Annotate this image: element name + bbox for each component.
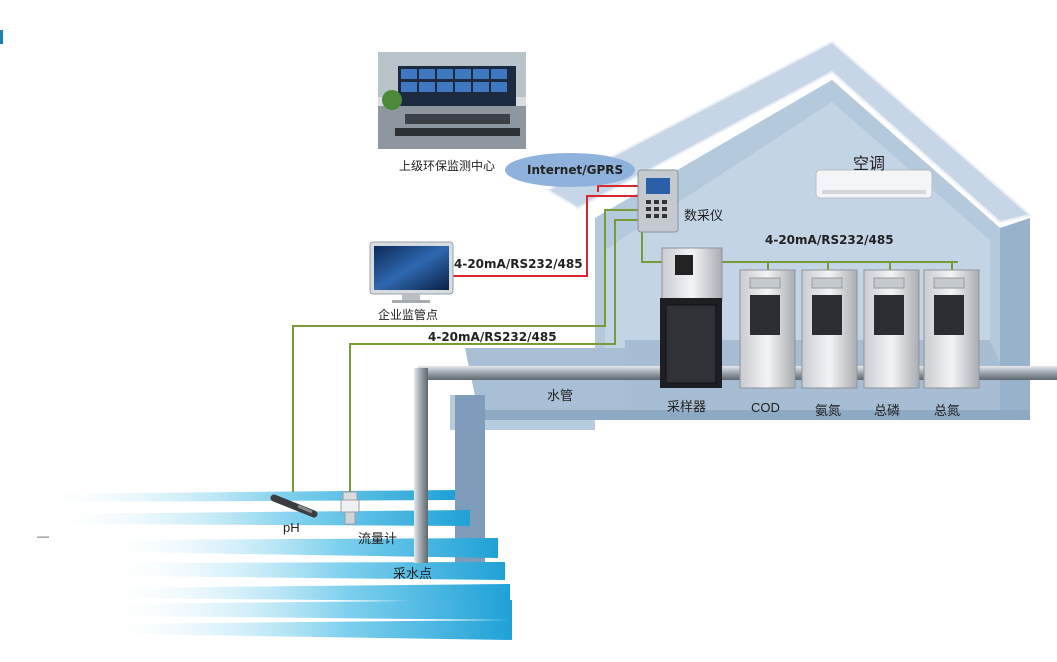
photo-floor: [378, 106, 526, 149]
ac-vent: [822, 190, 926, 194]
monitor-screen: [374, 246, 449, 290]
monitor-stand: [402, 294, 420, 301]
dash-mark: —: [37, 529, 49, 543]
enterprise-link-line: [452, 195, 640, 277]
collector-screen: [646, 178, 670, 194]
sampler-label: 采样器: [667, 399, 707, 414]
flowmeter-sensor: [340, 491, 360, 525]
sampling-point-label: 采水点: [393, 566, 433, 581]
ph-label: pH: [283, 520, 300, 535]
water-stripe: [40, 510, 470, 526]
floor-left: [465, 348, 625, 420]
flow-signal-line: [349, 219, 640, 494]
pipe-vertical: [414, 368, 428, 563]
plant: [382, 90, 402, 110]
sampler-cabinet: [660, 247, 723, 388]
monitor-base: [392, 300, 430, 303]
sensor-link-label: 4-20mA/RS232/485: [428, 330, 557, 344]
water-stripe: [95, 584, 510, 602]
analyzer-cabinets: [739, 269, 980, 389]
network-label: Internet/GPRS: [527, 163, 624, 177]
water-stripe: [95, 620, 512, 640]
total-nitrogen-label: 总氮: [934, 403, 961, 418]
foundation-wall: [455, 395, 485, 565]
water-stripe: [30, 490, 455, 502]
analyzer-link-label: 4-20mA/RS232/485: [765, 233, 894, 247]
analyzer-cabinet: [739, 269, 796, 389]
monitor-link-label: 4-20mA/RS232/485: [454, 257, 583, 271]
cod-label: COD: [751, 400, 780, 415]
water-pipe-label: 水管: [547, 388, 574, 403]
network-link-line: [597, 185, 640, 192]
data-collector-label: 数采仪: [684, 208, 724, 223]
roof: [545, 40, 1033, 224]
network-ellipse: [505, 153, 635, 187]
ammonia-label: 氨氮: [815, 403, 842, 418]
monitoring-center-photo: [378, 52, 526, 149]
analyzer-cabinet: [801, 269, 858, 389]
enterprise-point-label: 企业监管点: [378, 308, 439, 322]
sampler-door: [665, 304, 717, 384]
sampler-panel: [675, 255, 693, 275]
analyzer-bus-line: [641, 230, 958, 263]
flowmeter-label: 流量计: [358, 531, 398, 546]
monitoring-center-label: 上级环保监测中心: [399, 159, 496, 173]
red-lines: [452, 185, 640, 277]
water-stripe: [100, 562, 505, 580]
water-stripe: [95, 538, 498, 558]
edge-mark: [0, 30, 3, 44]
house-side: [1000, 218, 1030, 420]
data-collector-device: [637, 169, 679, 233]
analyzer-cabinet: [923, 269, 980, 389]
water-body: [30, 490, 512, 640]
console-desk: [405, 114, 510, 124]
water-stripe: [100, 600, 512, 620]
analyzer-cabinet: [863, 269, 920, 389]
ph-sensor-probe: [270, 494, 318, 518]
air-conditioner-label: 空调: [853, 156, 886, 173]
ph-signal-line: [292, 209, 640, 492]
air-conditioner-unit: [815, 169, 933, 199]
base-ledge: [455, 410, 1030, 420]
console-desk-front: [395, 128, 520, 136]
enterprise-monitor: [369, 241, 454, 303]
total-phosphorus-label: 总磷: [874, 403, 901, 418]
